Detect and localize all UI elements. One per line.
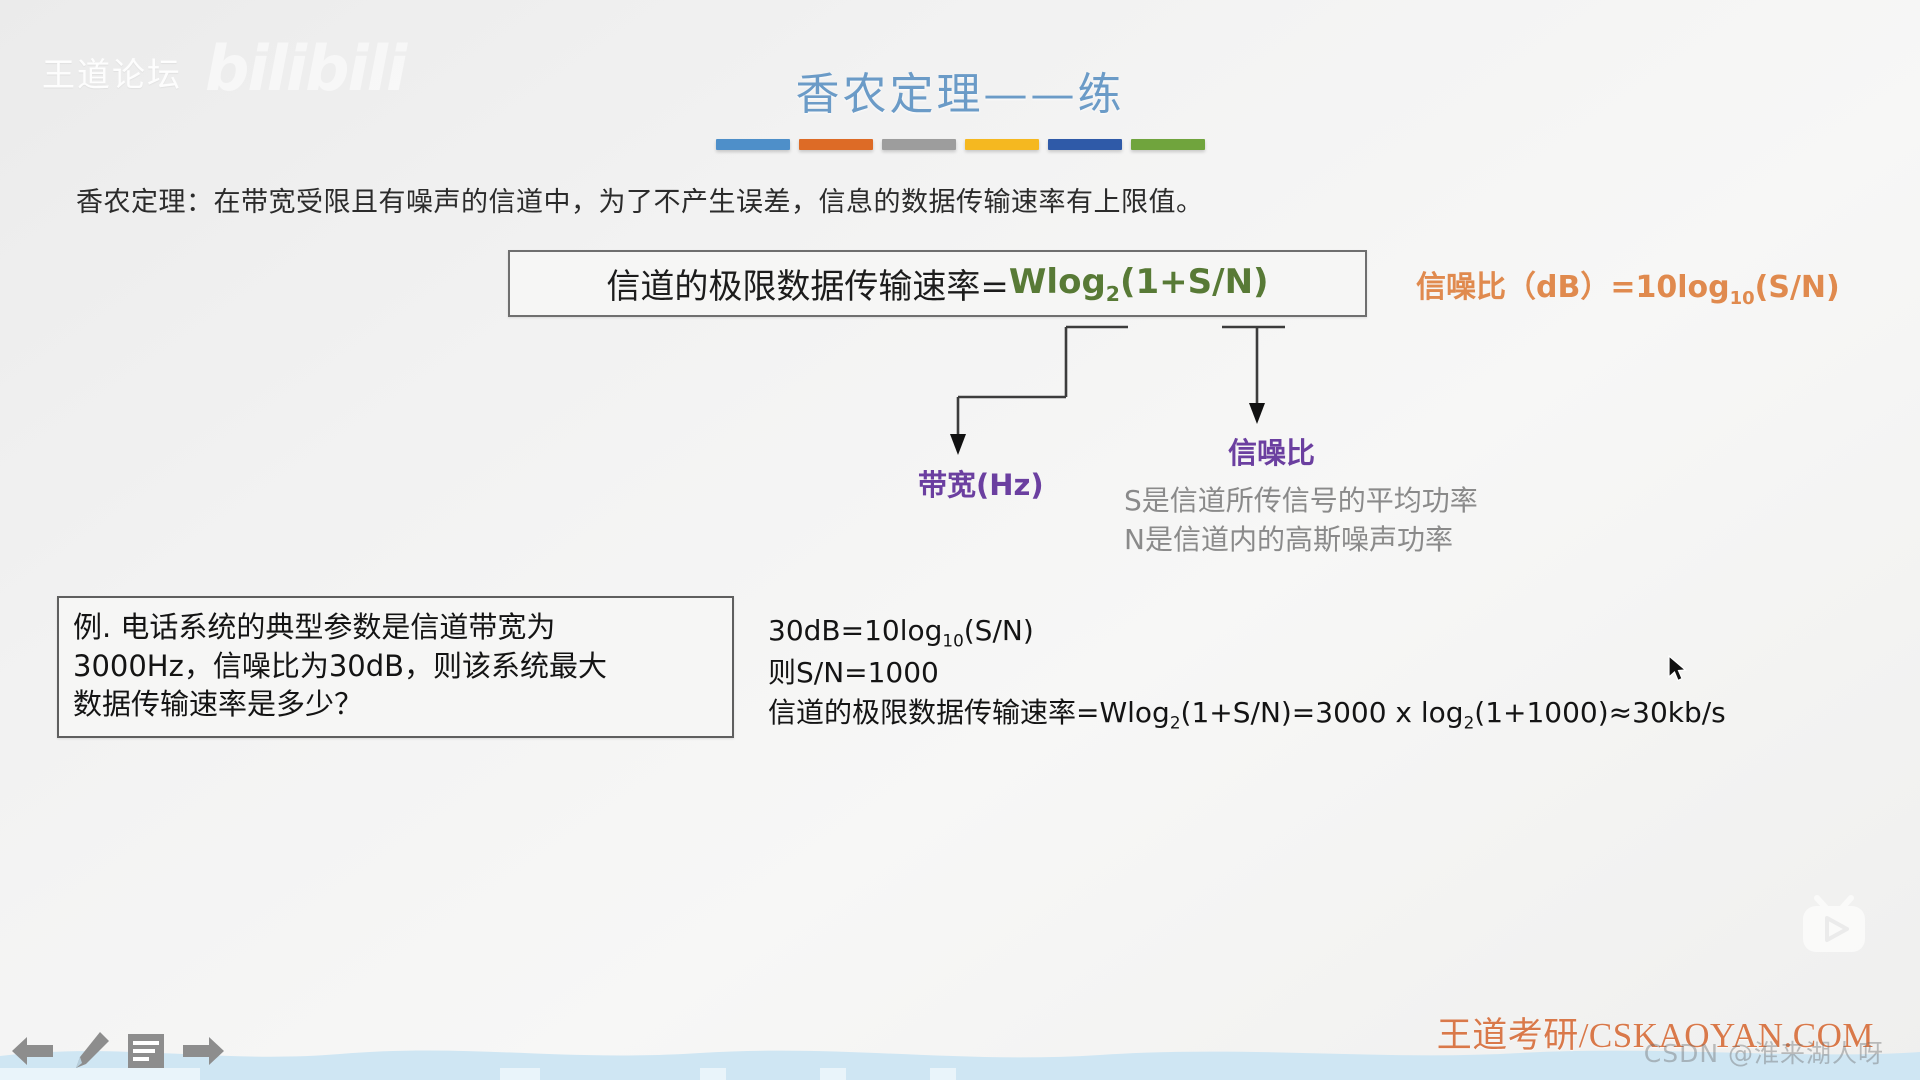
solution-1-base: 10 bbox=[942, 630, 964, 651]
bar-gray bbox=[881, 139, 956, 150]
solution-line-3: 信道的极限数据传输速率=Wlog2(1+S/N)=3000 x log2(1+1… bbox=[768, 693, 1726, 735]
slide-navigation-toolbar[interactable] bbox=[10, 1030, 226, 1072]
bar-darkblue bbox=[1047, 139, 1122, 150]
bar-blue bbox=[715, 139, 790, 150]
mouse-cursor bbox=[1668, 655, 1688, 682]
solution-3-sub2: 2 bbox=[1463, 712, 1475, 733]
bilibili-tv-icon bbox=[1803, 895, 1865, 952]
pen-annotation-icon[interactable] bbox=[70, 1030, 112, 1072]
solution-3-sub1: 2 bbox=[1169, 712, 1181, 733]
solution-3-b: (1+S/N)=3000 x log bbox=[1180, 695, 1464, 729]
shannon-theorem-statement: 香农定理：在带宽受限且有噪声的信道中，为了不产生误差，信息的数据传输速率有上限值… bbox=[76, 187, 1204, 218]
wangdao-forum-watermark: 王道论坛 bbox=[42, 55, 182, 94]
example-problem-box: 例. 电话系统的典型参数是信道带宽为 3000Hz，信噪比为30dB，则该系统最… bbox=[57, 596, 734, 738]
formula-base-2: 2 bbox=[1105, 281, 1120, 306]
example-solution: 30dB=10log10(S/N) 则S/N=1000 信道的极限数据传输速率=… bbox=[768, 611, 1726, 734]
snr-formula-suffix: (S/N) bbox=[1754, 270, 1840, 305]
signal-noise-notes: S是信道所传信号的平均功率 N是信道内的高斯噪声功率 bbox=[1124, 482, 1478, 559]
bilibili-text-watermark: bilibili bbox=[205, 32, 407, 105]
example-line-3: 数据传输速率是多少？ bbox=[73, 687, 364, 722]
bar-green bbox=[1130, 139, 1205, 150]
snr-formula-prefix: 信噪比（dB）=10log bbox=[1416, 270, 1730, 305]
brand-footer: 王道考研/CSKAOYAN.COM bbox=[1436, 1016, 1874, 1055]
previous-slide-icon[interactable] bbox=[10, 1031, 56, 1071]
snr-db-formula: 信噪比（dB）=10log10(S/N) bbox=[1416, 262, 1840, 309]
slide-title: 香农定理——练 bbox=[795, 69, 1125, 120]
csdn-watermark: CSDN @淮来湖人呀 bbox=[1643, 1039, 1884, 1068]
bar-yellow bbox=[964, 139, 1039, 150]
formula-wlog: Wlog bbox=[1008, 261, 1106, 302]
notes-icon[interactable] bbox=[126, 1031, 166, 1071]
solution-1-suffix: (S/N) bbox=[963, 614, 1034, 647]
title-accent-bars bbox=[0, 139, 1920, 150]
example-line-2: 3000Hz，信噪比为30dB，则该系统最大 bbox=[73, 648, 608, 683]
bar-orange bbox=[798, 139, 873, 150]
solution-3-a: 信道的极限数据传输速率=Wlog bbox=[768, 695, 1170, 729]
solution-line-2: 则S/N=1000 bbox=[768, 655, 939, 689]
formula-expression: Wlog2(1+S/N) bbox=[1009, 262, 1269, 306]
formula-chinese-label: 信道的极限数据传输速率= bbox=[606, 267, 1009, 307]
next-slide-icon[interactable] bbox=[180, 1031, 226, 1071]
solution-1-prefix: 30dB=10log bbox=[768, 614, 943, 647]
bandwidth-arrowhead bbox=[950, 434, 966, 455]
bandwidth-callout-label: 带宽(Hz) bbox=[918, 468, 1044, 502]
snr-arrowhead bbox=[1249, 403, 1265, 424]
bottom-wave-decoration bbox=[0, 1050, 1920, 1080]
snr-formula-base-10: 10 bbox=[1729, 288, 1755, 309]
solution-3-c: (1+1000)≈30kb/s bbox=[1474, 695, 1726, 729]
example-line-1: 例. 电话系统的典型参数是信道带宽为 bbox=[73, 610, 556, 644]
note-line-s: S是信道所传信号的平均功率 bbox=[1124, 484, 1478, 517]
snr-callout-label: 信噪比 bbox=[1228, 436, 1316, 470]
shannon-formula-box: 信道的极限数据传输速率=Wlog2(1+S/N) bbox=[508, 250, 1367, 317]
solution-line-1: 30dB=10log10(S/N) bbox=[768, 611, 1726, 653]
formula-arg: (1+S/N) bbox=[1119, 261, 1269, 302]
note-line-n: N是信道内的高斯噪声功率 bbox=[1124, 522, 1453, 556]
